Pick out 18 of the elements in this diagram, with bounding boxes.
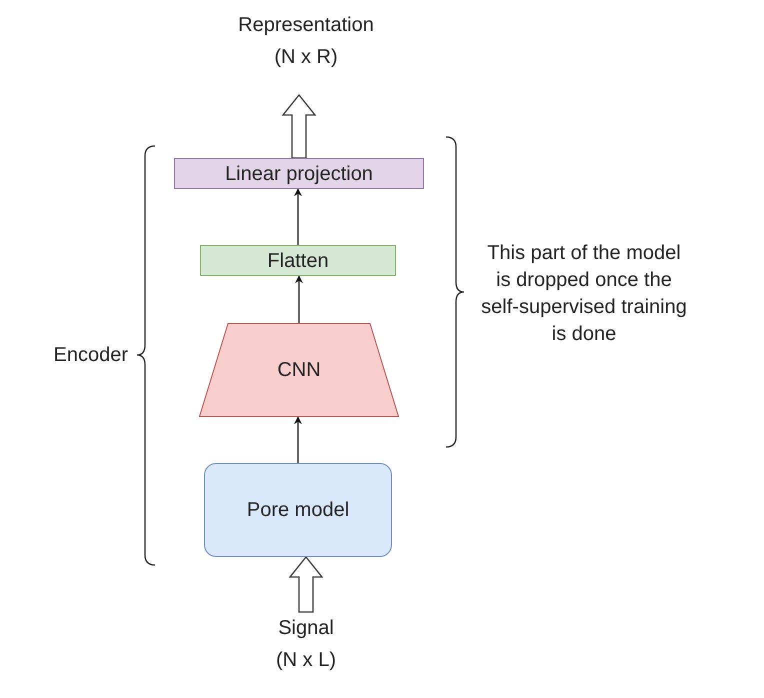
node-text: Signal (278, 616, 334, 641)
node-text: Flatten (267, 248, 329, 274)
block-arrow (288, 556, 324, 613)
node-text: CNN (277, 358, 321, 383)
node-text: (N x L) (276, 648, 336, 673)
node-text: Representation (238, 13, 374, 38)
arrow (295, 275, 303, 323)
process-box (174, 158, 424, 189)
note-text: This part of the model is dropped once the self-supervised training is done (480, 241, 688, 347)
group-label: Encoder (52, 343, 128, 368)
block-arrow (282, 94, 316, 159)
node-text: (N x R) (274, 45, 338, 70)
node-text: Linear projection (225, 162, 373, 186)
arrow (294, 416, 302, 463)
node-text: Pore model (246, 498, 350, 523)
process-box (200, 245, 396, 276)
rounded-box (204, 463, 392, 557)
arrow (294, 188, 302, 245)
